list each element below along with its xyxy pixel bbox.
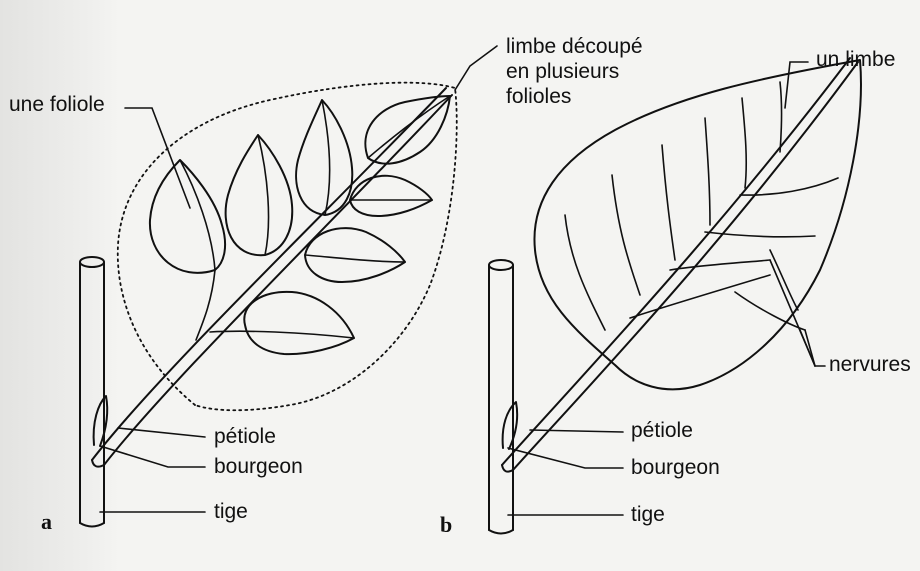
label-limbe: un limbe [816, 48, 895, 71]
label-bourgeon-a: bourgeon [214, 455, 303, 478]
label-foliole: une foliole [9, 93, 105, 116]
midrib-b [502, 58, 858, 472]
panel-a: une foliole limbe découpé en plusieurs f… [9, 35, 643, 534]
leader-lines-a [100, 46, 497, 512]
leaflets [150, 96, 450, 354]
rachis-a [92, 88, 452, 467]
bud-b [503, 402, 518, 449]
bud-a [94, 396, 108, 446]
label-petiole-b: pétiole [631, 419, 693, 442]
panel-b: un limbe nervures pétiole bourgeon tige … [440, 48, 911, 537]
label-tige-a: tige [214, 500, 248, 523]
compound-blade-outline [118, 83, 457, 411]
panel-letter-a: a [41, 509, 52, 534]
leaflet [244, 292, 354, 354]
leader-lines-b [508, 62, 825, 515]
stem-a [80, 257, 104, 527]
label-petiole-a: pétiole [214, 425, 276, 448]
leaflet [305, 228, 405, 282]
label-nervures: nervures [829, 353, 911, 376]
veins [565, 82, 838, 330]
label-limbe-decoupe-3: folioles [506, 85, 571, 108]
leaflet [226, 135, 293, 255]
panel-letter-b: b [440, 512, 452, 537]
leaflet [350, 176, 432, 216]
leaflet [365, 96, 450, 164]
simple-blade-outline [534, 60, 860, 389]
stem-b [489, 260, 513, 534]
leaflet [296, 100, 352, 215]
label-limbe-decoupe-1: limbe découpé [506, 35, 643, 58]
label-bourgeon-b: bourgeon [631, 456, 720, 479]
label-limbe-decoupe-2: en plusieurs [506, 60, 619, 83]
label-tige-b: tige [631, 503, 665, 526]
